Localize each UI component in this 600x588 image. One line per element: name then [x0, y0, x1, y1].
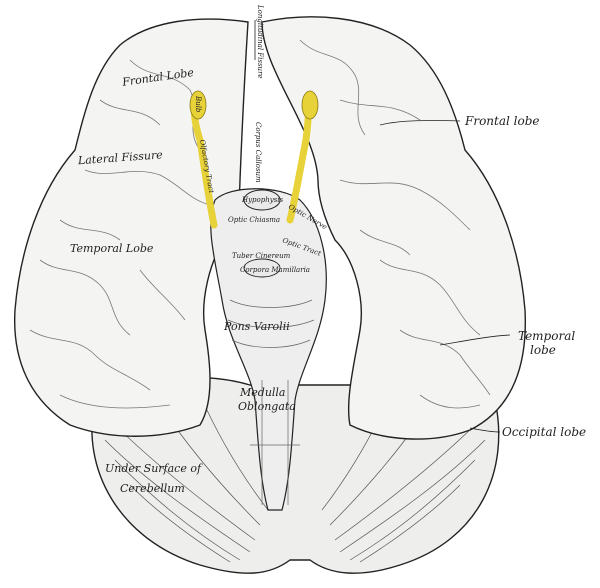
left-hemisphere: [13, 18, 249, 437]
temporal-lobe-leader: [439, 334, 511, 346]
optic-chiasma-label: Optic Chiasma: [228, 216, 280, 224]
temporal-lobe-label-line1: Temporal: [518, 329, 575, 343]
medulla-label-line1: Medulla: [239, 386, 286, 399]
tuber-cinereum-label: Tuber Cinereum: [232, 252, 291, 260]
longitudinal-fissure-label: Longitudinal Fissure: [256, 4, 264, 79]
under-surface-label-line2: Cerebellum: [120, 482, 185, 495]
frontal-lobe-leader: [379, 120, 461, 126]
frontal-lobe-label: Frontal lobe: [464, 114, 540, 128]
pons-varolii-label: Pons Varolii: [223, 320, 290, 333]
occipital-lobe-leader: [469, 427, 501, 433]
corpora-mamillaria-label: Corpora Mamillaria: [240, 266, 310, 274]
olfactory-nerves: [189, 90, 319, 229]
temporal-lobe-inner-label: Temporal Lobe: [70, 242, 154, 255]
right-hemisphere: [261, 16, 527, 440]
temporal-lobe-label-line2: lobe: [530, 343, 556, 357]
olfactory-bulb-label: Bulb: [194, 95, 202, 113]
brainstem: [210, 188, 327, 511]
lateral-fissure-label: Lateral Fissure: [77, 148, 164, 167]
medulla-label-line2: Oblongata: [238, 400, 296, 413]
hypophysis-label: Hypophysis: [241, 196, 284, 204]
corpus-callosum-label: Corpus Callosum: [254, 122, 262, 183]
under-surface-label-line1: Under Surface of: [105, 462, 203, 475]
occipital-lobe-label: Occipital lobe: [502, 425, 586, 439]
